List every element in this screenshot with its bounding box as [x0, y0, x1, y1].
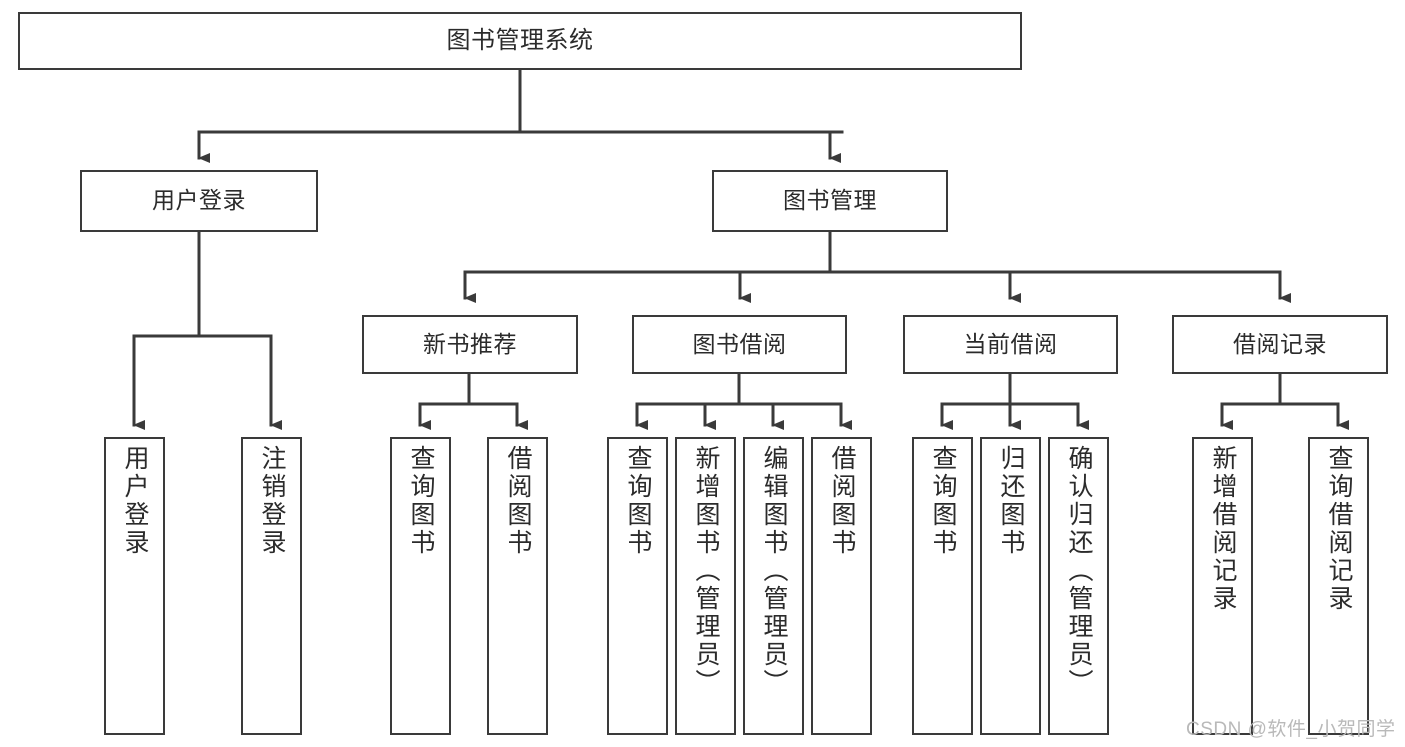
node-label: 注销登录	[258, 445, 286, 557]
node-label: 新增借阅记录	[1209, 445, 1237, 613]
node-label: 借阅图书	[828, 445, 856, 557]
node-leaf-user-login[interactable]: 用户登录	[104, 437, 165, 735]
node-user-login-module[interactable]: 用户登录	[80, 170, 318, 232]
node-label: 用户登录	[152, 187, 246, 214]
node-label: 查询图书	[407, 445, 435, 557]
node-leaf-logout[interactable]: 注销登录	[241, 437, 302, 735]
node-label: 借阅图书	[504, 445, 532, 557]
node-label: 借阅记录	[1233, 330, 1327, 357]
node-book-borrow[interactable]: 图书借阅	[632, 315, 847, 374]
node-label: 查询图书	[624, 445, 652, 557]
node-label: 用户登录	[121, 445, 149, 557]
node-label: 编辑图书（管理员）	[760, 445, 788, 697]
node-root-system[interactable]: 图书管理系统	[18, 12, 1022, 70]
node-leaf-add-borrow-record[interactable]: 新增借阅记录	[1192, 437, 1253, 735]
node-label: 查询借阅记录	[1325, 445, 1353, 613]
node-label: 图书管理系统	[446, 26, 594, 54]
node-leaf-current-query-book[interactable]: 查询图书	[912, 437, 973, 735]
node-leaf-return-book[interactable]: 归还图书	[980, 437, 1041, 735]
node-book-management-module[interactable]: 图书管理	[712, 170, 948, 232]
node-label: 新增图书（管理员）	[692, 445, 720, 697]
node-current-borrow[interactable]: 当前借阅	[903, 315, 1118, 374]
node-label: 新书推荐	[423, 330, 517, 357]
node-leaf-add-book-admin[interactable]: 新增图书（管理员）	[675, 437, 736, 735]
node-label: 确认归还（管理员）	[1065, 445, 1093, 697]
node-leaf-recommend-query-book[interactable]: 查询图书	[390, 437, 451, 735]
node-label: 当前借阅	[963, 330, 1058, 357]
node-leaf-query-borrow-record[interactable]: 查询借阅记录	[1308, 437, 1369, 735]
node-leaf-edit-book-admin[interactable]: 编辑图书（管理员）	[743, 437, 804, 735]
node-label: 归还图书	[997, 445, 1025, 557]
node-leaf-borrow-book[interactable]: 借阅图书	[811, 437, 872, 735]
node-label: 图书借阅	[692, 330, 787, 357]
node-leaf-borrow-query-book[interactable]: 查询图书	[607, 437, 668, 735]
node-label: 图书管理	[783, 187, 877, 214]
node-new-book-recommend[interactable]: 新书推荐	[362, 315, 578, 374]
node-leaf-confirm-return-admin[interactable]: 确认归还（管理员）	[1048, 437, 1109, 735]
node-borrow-record[interactable]: 借阅记录	[1172, 315, 1388, 374]
node-leaf-recommend-borrow-book[interactable]: 借阅图书	[487, 437, 548, 735]
node-label: 查询图书	[929, 445, 957, 557]
csdn-watermark: CSDN @软件_小贺同学	[1186, 719, 1396, 740]
